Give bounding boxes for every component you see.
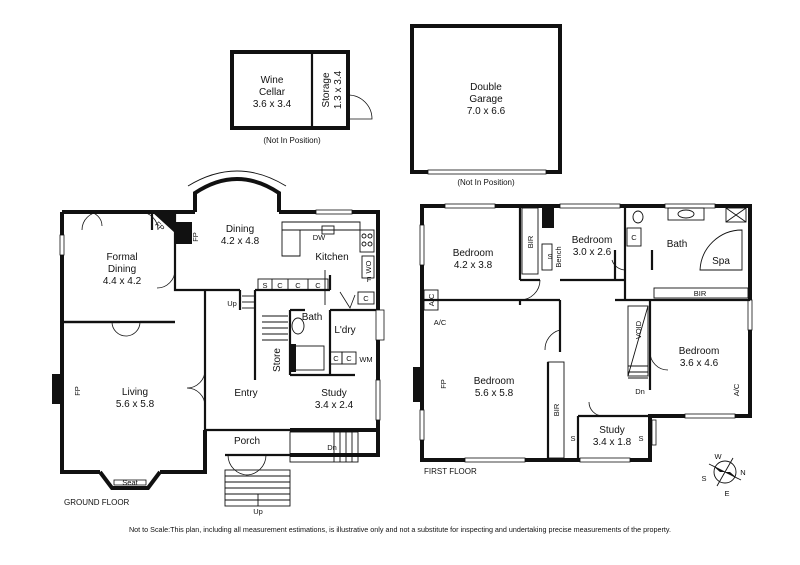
formal-dining-label-1: Formal xyxy=(106,252,137,263)
double-garage-building: Double Garage 7.0 x 6.6 (Not In Position… xyxy=(410,24,562,187)
bir-label-3: BIR xyxy=(694,289,707,298)
c-label-ff: C xyxy=(631,233,637,242)
bedroom-2-label: Bedroom xyxy=(572,235,613,246)
storage-label: Storage xyxy=(321,72,332,107)
bir-label-1: BIR xyxy=(526,235,535,248)
fp-label-ff: FP xyxy=(439,379,448,389)
wine-cellar-dims: 3.6 x 3.4 xyxy=(253,99,292,110)
formal-dining-dims: 4.4 x 4.2 xyxy=(103,276,142,287)
ground-floor-label: GROUND FLOOR xyxy=(64,498,130,507)
s-label-ff-1: S xyxy=(547,252,552,261)
laundry-label: L'dry xyxy=(334,325,355,336)
wine-cellar-building: Wine Cellar 3.6 x 3.4 Storage 1.3 x 3.4 … xyxy=(230,50,373,145)
garage-dims: 7.0 x 6.6 xyxy=(467,106,506,117)
spa-label: Spa xyxy=(712,256,730,267)
wine-cellar-label-2: Cellar xyxy=(259,87,286,98)
s-label-ff-2: S xyxy=(570,434,575,443)
up-label-porch: Up xyxy=(253,507,263,516)
wine-cellar-label-1: Wine xyxy=(261,75,284,86)
bedroom-3-dims: 5.6 x 5.8 xyxy=(475,388,514,399)
c-label-gf-3: C xyxy=(315,281,321,290)
wm-label: WM xyxy=(359,355,372,364)
ac-label-3: A/C xyxy=(732,383,741,396)
compass-w: W xyxy=(714,452,722,461)
bedroom-4-label: Bedroom xyxy=(679,346,720,357)
storage-dims: 1.3 x 3.4 xyxy=(333,70,344,109)
s-label-ff-3: S xyxy=(638,434,643,443)
fp-dining-label: FP xyxy=(191,232,200,242)
ac-label-1: A/C xyxy=(427,293,436,306)
wo-label: WO xyxy=(364,260,373,273)
garage-label-2: Garage xyxy=(469,94,503,105)
study-label-gf: Study xyxy=(321,388,347,399)
entry-label: Entry xyxy=(234,388,257,399)
bedroom-4-dims: 3.6 x 4.6 xyxy=(680,358,719,369)
c-label-gf-6: C xyxy=(346,354,352,363)
compass-s: S xyxy=(701,474,706,483)
first-floor-label: FIRST FLOOR xyxy=(424,467,477,476)
study-label-ff: Study xyxy=(599,425,625,436)
garage-not-in-position: (Not In Position) xyxy=(457,178,515,187)
bir-label-2: BIR xyxy=(552,403,561,416)
bath-label-gf: Bath xyxy=(302,312,323,323)
porch-label: Porch xyxy=(234,436,260,447)
fridge-label: F xyxy=(367,275,372,284)
compass-n: N xyxy=(740,468,745,477)
formal-dining-label-2: Dining xyxy=(108,264,136,275)
living-label: Living xyxy=(122,387,148,398)
void-label: VOID xyxy=(634,320,643,339)
dn-label-gf: Dn xyxy=(327,443,337,452)
cellar-not-in-position: (Not In Position) xyxy=(263,136,321,145)
kitchen-label: Kitchen xyxy=(315,252,348,263)
store-label: Store xyxy=(272,348,283,372)
bath-label-ff: Bath xyxy=(667,239,688,250)
c-label-gf-2: C xyxy=(295,281,301,290)
bedroom-3-label: Bedroom xyxy=(474,376,515,387)
compass-e: E xyxy=(724,489,729,498)
c-label-gf-1: C xyxy=(277,281,283,290)
dining-label: Dining xyxy=(226,224,254,235)
bedroom-1-label: Bedroom xyxy=(453,248,494,259)
living-dims: 5.6 x 5.8 xyxy=(116,399,155,410)
bedroom-2-dims: 3.0 x 2.6 xyxy=(573,247,612,258)
seat-label: Seat xyxy=(122,478,138,487)
bench-label: Bench xyxy=(554,246,563,267)
s-label-gf: S xyxy=(262,281,267,290)
c-label-gf-4: C xyxy=(363,294,369,303)
dw-label: DW xyxy=(313,233,326,242)
study-dims-gf: 3.4 x 2.4 xyxy=(315,400,354,411)
up-label-stairs: Up xyxy=(227,299,237,308)
compass-icon: W N E S xyxy=(701,452,745,498)
bedroom-1-dims: 4.2 x 3.8 xyxy=(454,260,493,271)
first-floor-plan: BIR BIR BIR Bench S C S S VOID Dn A/C A/… xyxy=(413,203,753,476)
study-dims-ff: 3.4 x 1.8 xyxy=(593,437,632,448)
dn-label-ff: Dn xyxy=(635,387,645,396)
ground-floor-plan: Seat DW WO F S xyxy=(52,170,385,516)
disclaimer-text: Not to Scale:This plan, including all me… xyxy=(129,525,671,534)
dining-dims: 4.2 x 4.8 xyxy=(221,236,260,247)
ac-label-2: A/C xyxy=(434,318,447,327)
fp-living-label: FP xyxy=(73,386,82,396)
garage-label-1: Double xyxy=(470,82,502,93)
c-label-gf-5: C xyxy=(333,354,339,363)
